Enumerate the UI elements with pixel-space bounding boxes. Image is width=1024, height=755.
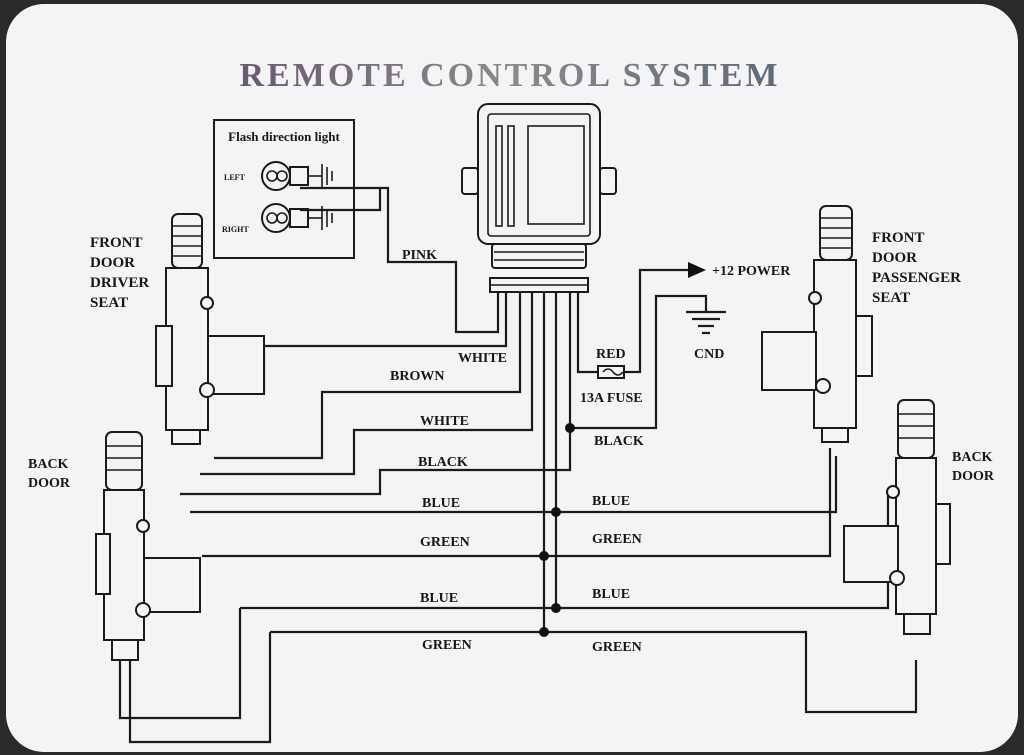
wire-green-1-right-label: GREEN <box>592 532 642 547</box>
wire-black-right-label: BLACK <box>594 434 644 449</box>
door-front-passenger-line4: SEAT <box>872 290 910 306</box>
wire-green-2-right-label: GREEN <box>592 640 642 655</box>
door-labels: FRONT DOOR DRIVER SEAT FRONT DOOR PASSEN… <box>28 230 995 491</box>
wire-labels: PINK WHITE BROWN RED WHITE BLACK BLACK B… <box>390 248 644 655</box>
door-front-passenger-line2: DOOR <box>872 250 917 266</box>
door-back-left-line1: BACK <box>28 457 69 472</box>
flash-left-label: LEFT <box>224 173 246 182</box>
wire-green-1-left-label: GREEN <box>420 535 470 550</box>
wire-white-top-label: WHITE <box>458 351 507 366</box>
actuator-back-left-icon <box>95 431 201 661</box>
power-plus12-label: +12 POWER <box>712 264 791 279</box>
wire-white-label: WHITE <box>420 414 469 429</box>
door-front-passenger-line1: FRONT <box>872 230 925 246</box>
door-back-right-line1: BACK <box>952 450 993 465</box>
actuator-front-passenger-icon <box>761 205 873 443</box>
flash-heading: Flash direction light <box>228 129 340 144</box>
door-front-passenger-line3: PASSENGER <box>872 270 961 286</box>
door-back-left-line2: DOOR <box>28 476 71 491</box>
wire-blue-2-right-label: BLUE <box>592 587 630 602</box>
ground-label: CND <box>694 347 724 362</box>
ground-icon <box>686 310 726 335</box>
actuator-front-driver-icon <box>155 213 265 445</box>
door-back-right-line2: DOOR <box>952 469 995 484</box>
flash-right-label: RIGHT <box>222 225 249 234</box>
diagram-title: REMOTE CONTROL SYSTEM <box>240 57 781 94</box>
wire-blue-2-left-label: BLUE <box>420 591 458 606</box>
door-front-driver-line1: FRONT <box>90 235 143 251</box>
power-arrow-icon <box>688 262 706 278</box>
door-front-driver-line2: DOOR <box>90 255 135 271</box>
wire-blue-1-left-label: BLUE <box>422 496 460 511</box>
wire-black-left-label: BLACK <box>418 455 468 470</box>
control-unit <box>461 103 617 293</box>
wire-brown-label: BROWN <box>390 369 444 384</box>
left-bulb-icon <box>261 161 309 191</box>
door-front-driver-line4: SEAT <box>90 295 128 311</box>
wire-pink-label: PINK <box>402 248 437 263</box>
power-labels: +12 POWER CND 13A FUSE <box>580 264 791 406</box>
wire-green-2-left-label: GREEN <box>422 638 472 653</box>
wire-red-label: RED <box>596 347 626 362</box>
wire-blue-1-right-label: BLUE <box>592 494 630 509</box>
fuse-icon <box>597 365 625 379</box>
actuator-back-right-icon <box>843 399 951 635</box>
fuse-label: 13A FUSE <box>580 391 643 406</box>
right-bulb-icon <box>261 203 309 233</box>
door-front-driver-line3: DRIVER <box>90 275 149 291</box>
